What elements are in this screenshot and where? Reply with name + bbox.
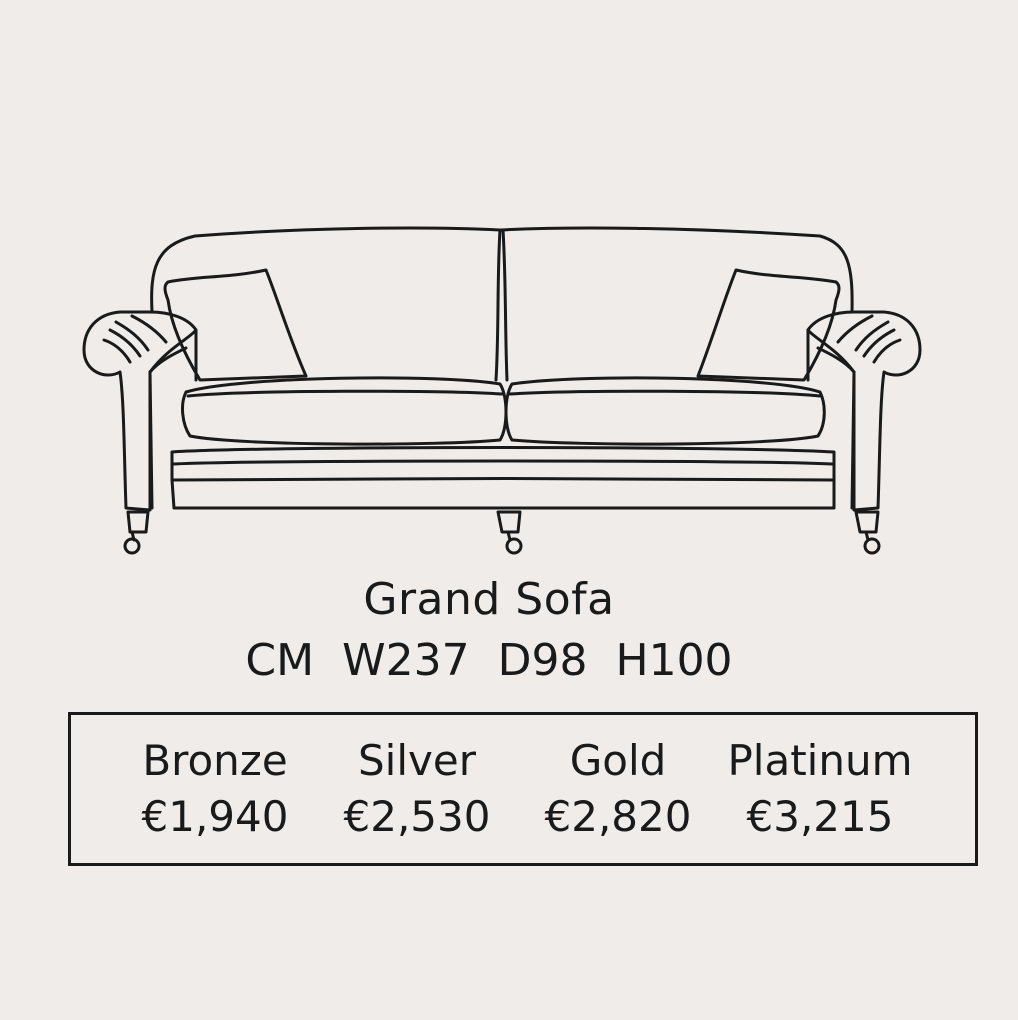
back-center-seam [494, 228, 502, 382]
product-name: Grand Sofa [363, 574, 615, 625]
center-leg [496, 510, 522, 534]
tier-price: €2,530 [343, 792, 491, 841]
left-leg [126, 510, 150, 534]
dimension-unit: CM [245, 635, 315, 686]
price-tier-silver: Silver €2,530 [317, 733, 517, 845]
tier-name: Gold [569, 736, 667, 785]
dimension-height: H100 [615, 635, 733, 686]
right-leg [854, 510, 880, 534]
price-tier-bronze: Bronze €1,940 [115, 733, 315, 845]
price-table: Bronze €1,940 Silver €2,530 Gold €2,820 … [68, 712, 978, 866]
tier-name: Bronze [142, 736, 288, 785]
product-dimensions: CM W237 D98 H100 [0, 633, 978, 689]
dimension-width: W237 [342, 635, 470, 686]
price-tier-gold: Gold €2,820 [518, 733, 718, 845]
left-seat-cushion [181, 376, 508, 446]
tier-price: €1,940 [141, 792, 289, 841]
tier-name: Platinum [727, 736, 913, 785]
right-scatter-cushion [696, 268, 841, 382]
sofa-illustration [82, 226, 922, 555]
sofa-back [150, 226, 854, 314]
sofa-base [170, 446, 836, 482]
sofa-line-drawing-icon [82, 226, 922, 555]
tier-price: €3,215 [746, 792, 894, 841]
tier-price: €2,820 [544, 792, 692, 841]
right-seat-cushion [504, 376, 826, 446]
left-scatter-cushion [163, 268, 308, 382]
price-tier-platinum: Platinum €3,215 [720, 733, 920, 845]
tier-name: Silver [358, 736, 476, 785]
dimension-depth: D98 [497, 635, 588, 686]
